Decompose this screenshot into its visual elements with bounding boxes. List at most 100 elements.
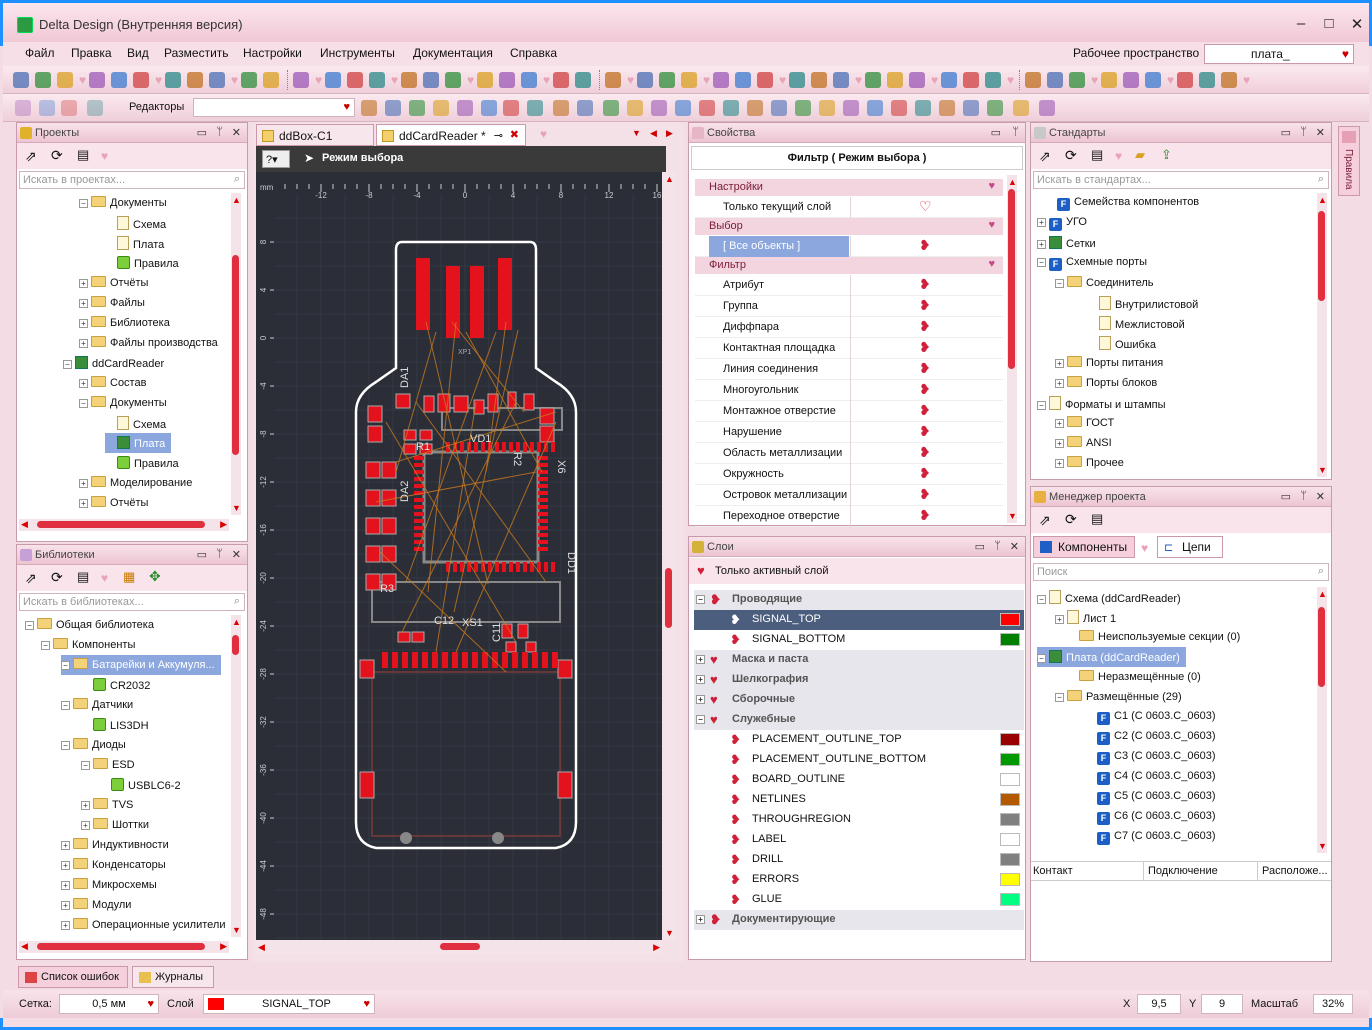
toolbar-tool-icon[interactable] [985, 72, 1001, 88]
toolbar-tool-icon[interactable] [553, 100, 569, 116]
toolbar-tool-icon[interactable] [789, 72, 805, 88]
expand-icon[interactable]: + [1055, 359, 1064, 368]
menu-help[interactable]: Справка [510, 46, 558, 60]
property-row[interactable]: Контактная площадка❥ [695, 338, 1003, 359]
minimize-button[interactable]: – [1296, 15, 1306, 32]
toolbar-tool-icon[interactable] [361, 100, 377, 116]
expand-icon[interactable]: + [79, 299, 88, 308]
toolbar-tool-icon[interactable] [1221, 72, 1237, 88]
layer-visibility-icon[interactable]: ❥ [710, 592, 721, 607]
expand-icon[interactable]: + [81, 801, 90, 810]
menu-file[interactable]: Файл [25, 46, 55, 60]
toolbar-tool-icon[interactable] [867, 100, 883, 116]
tree-item[interactable]: +Порты блоков [1055, 373, 1157, 393]
toolbar-tool-icon[interactable] [1025, 72, 1041, 88]
toolbar-tool-icon[interactable] [423, 72, 439, 88]
projects-hscroll[interactable]: ◀▶ [19, 519, 229, 531]
tree-item[interactable]: −Соединитель [1055, 273, 1154, 293]
refresh-icon[interactable]: ⟳ [1065, 511, 1077, 527]
toolbar-tool-icon[interactable] [409, 100, 425, 116]
menu-documentation[interactable]: Документация [413, 46, 493, 60]
tree-item[interactable]: +Операционные усилители [61, 915, 225, 935]
toolbar-tool-icon[interactable] [909, 72, 925, 88]
collapse-icon[interactable]: − [1037, 401, 1046, 410]
tree-item[interactable]: −Датчики [61, 695, 133, 715]
property-category[interactable]: Настройки♥ [695, 179, 1003, 196]
tree-item[interactable]: +Шоттки [81, 815, 149, 835]
layer-row[interactable]: ❥BOARD_OUTLINE [694, 770, 1024, 790]
toolbar-tool-icon[interactable] [1177, 72, 1193, 88]
collapse-icon[interactable]: ▤ [77, 569, 90, 584]
toolbar-tool-icon[interactable] [963, 100, 979, 116]
tree-item[interactable]: +ГОСТ [1055, 413, 1114, 433]
property-value[interactable]: ❥ [850, 338, 1003, 359]
tree-item[interactable]: CR2032 [81, 675, 150, 695]
property-category[interactable]: Выбор♥ [695, 218, 1003, 235]
property-value[interactable]: ❥ [850, 422, 1003, 443]
toolbar-tool-icon[interactable] [35, 72, 51, 88]
tab-logs[interactable]: Журналы [132, 966, 214, 988]
tree-item[interactable]: USBLC6-2 [99, 775, 181, 795]
expand-icon[interactable]: + [61, 921, 70, 930]
side-tab-rules[interactable]: Правила [1338, 126, 1360, 196]
heart-arrow-icon[interactable]: ❥ [919, 339, 931, 355]
toolbar-tool-icon[interactable] [1039, 100, 1055, 116]
toolbar-tool-icon[interactable] [553, 72, 569, 88]
layer-row[interactable]: ❥DRILL [694, 850, 1024, 870]
expand-icon[interactable]: + [696, 695, 705, 704]
heart-checkbox-icon[interactable]: ♡ [919, 198, 932, 214]
expand-icon[interactable]: + [61, 841, 70, 850]
layer-visibility-icon[interactable]: ❥ [730, 612, 741, 627]
toolbar-tool-icon[interactable] [1013, 100, 1029, 116]
tree-item[interactable]: Плата [105, 433, 172, 453]
toolbar-tool-icon[interactable] [457, 100, 473, 116]
layer-row[interactable]: ❥THROUGHREGION [694, 810, 1024, 830]
tree-item[interactable]: −ESD [81, 755, 135, 775]
tree-item[interactable]: −Общая библиотека [25, 615, 154, 635]
properties-vscroll[interactable]: ▲▼ [1007, 175, 1017, 523]
layer-row[interactable]: ❥LABEL [694, 830, 1024, 850]
menu-settings[interactable]: Настройки [243, 46, 302, 60]
heart-arrow-icon[interactable]: ❥ [919, 444, 931, 460]
layer-color-swatch[interactable] [1000, 833, 1020, 846]
property-row[interactable]: Островок металлизации❥ [695, 485, 1003, 506]
property-value[interactable]: ❥ [850, 380, 1003, 401]
toolbar-tool-icon[interactable] [699, 100, 715, 116]
expand-icon[interactable]: + [61, 861, 70, 870]
tree-item[interactable]: +Порты питания [1055, 353, 1163, 373]
expand-icon[interactable]: + [79, 479, 88, 488]
tree-item[interactable]: +Конденсаторы [61, 855, 166, 875]
tree-item[interactable]: +Отчёты [79, 493, 148, 513]
expand-icon[interactable]: − [696, 595, 705, 604]
toolbar-tool-icon[interactable] [795, 100, 811, 116]
expand-icon[interactable]: + [1055, 419, 1064, 428]
property-value[interactable]: ❥ [850, 485, 1003, 506]
toolbar-tool-icon[interactable] [61, 100, 77, 116]
toolbar-tool-icon[interactable] [915, 100, 931, 116]
tree-item[interactable]: −Форматы и штампы [1037, 393, 1166, 413]
layer-visibility-icon[interactable]: ❥ [710, 912, 721, 927]
toolbar-tool-icon[interactable] [833, 72, 849, 88]
tree-item[interactable]: Межлистовой [1087, 313, 1185, 333]
tree-item[interactable]: +Модули [61, 895, 131, 915]
layer-visibility-icon[interactable]: ❥ [730, 632, 741, 647]
property-row[interactable]: [ Все объекты ]❥ [695, 236, 1003, 257]
expand-icon[interactable]: + [1037, 218, 1046, 227]
cursor-icon[interactable]: ⇗ [1039, 512, 1051, 528]
toolbar-tool-icon[interactable] [209, 72, 225, 88]
layer-row[interactable]: ❥SIGNAL_BOTTOM [694, 630, 1024, 650]
property-row[interactable]: Диффпара❥ [695, 317, 1003, 338]
toolbar-tool-icon[interactable] [481, 100, 497, 116]
float-icon[interactable]: ᛘ [1012, 126, 1019, 138]
layer-color-swatch[interactable] [1000, 733, 1020, 746]
tree-item[interactable]: Правила [105, 253, 179, 273]
layer-visibility-icon[interactable]: ❥ [730, 812, 741, 827]
heart-arrow-icon[interactable]: ❥ [919, 297, 931, 313]
tree-item[interactable]: −Документы [79, 393, 167, 413]
